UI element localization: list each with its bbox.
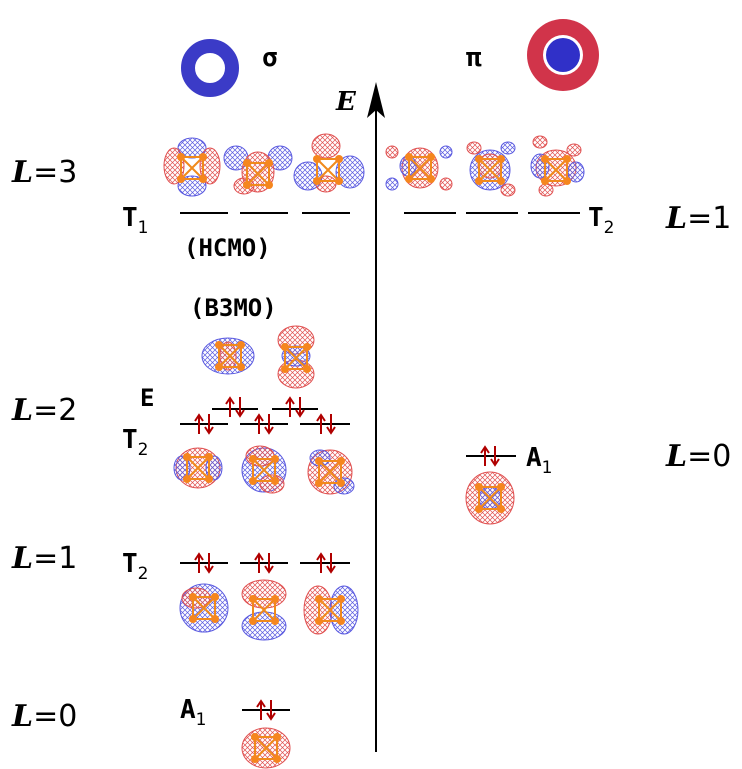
orbital-t1-b [223, 145, 293, 195]
orbital-a1-left [241, 727, 291, 769]
pi-label: π [466, 43, 482, 73]
electron-pair-e-2 [285, 396, 305, 418]
left-level-l3: L=3 [11, 155, 77, 190]
right-level-l1: L=1 [665, 201, 731, 236]
orbital-t2-mid-b [241, 445, 287, 494]
left-level-l1: L=1 [11, 541, 77, 576]
term-a1-left: A1 [180, 695, 206, 730]
orbital-t2-mid-c [307, 449, 355, 495]
left-level-l0: L=0 [11, 699, 77, 734]
orbital-t2-low-b [241, 579, 287, 641]
homo-label: (ВЗМО) [190, 294, 277, 322]
term-a1-right: A1 [526, 443, 552, 478]
orbital-a1-right [465, 471, 515, 525]
term-t2-mid: T2 [122, 425, 148, 460]
orbital-t2-low-c [303, 585, 359, 635]
orbital-t1-a [163, 137, 221, 197]
orbital-pi-t2-c [530, 135, 585, 197]
right-level-l0: L=0 [665, 439, 731, 474]
sigma-ring-icon [181, 39, 239, 97]
left-level-l2: L=2 [11, 393, 77, 428]
lumo-label: (НСМО) [184, 234, 271, 262]
axis-label-e: E [335, 87, 357, 117]
term-t2-top: T2 [588, 203, 614, 238]
term-t1: T1 [122, 203, 148, 238]
pi-core-icon [546, 38, 580, 72]
term-e: E [140, 384, 154, 412]
sigma-label: σ [262, 43, 278, 73]
energy-axis-arrowhead [367, 82, 385, 118]
orbital-t2-mid-a [173, 447, 223, 489]
orbital-t2-low-a [179, 583, 229, 633]
orbital-pi-t2-a [385, 145, 453, 191]
electron-pair-e-1 [225, 396, 245, 418]
orbital-t1-c [293, 133, 365, 193]
orbital-e-a [201, 337, 255, 375]
term-t2-low: T2 [122, 549, 148, 584]
orbital-e-b [277, 325, 315, 389]
orbital-pi-t2-b [466, 141, 516, 197]
